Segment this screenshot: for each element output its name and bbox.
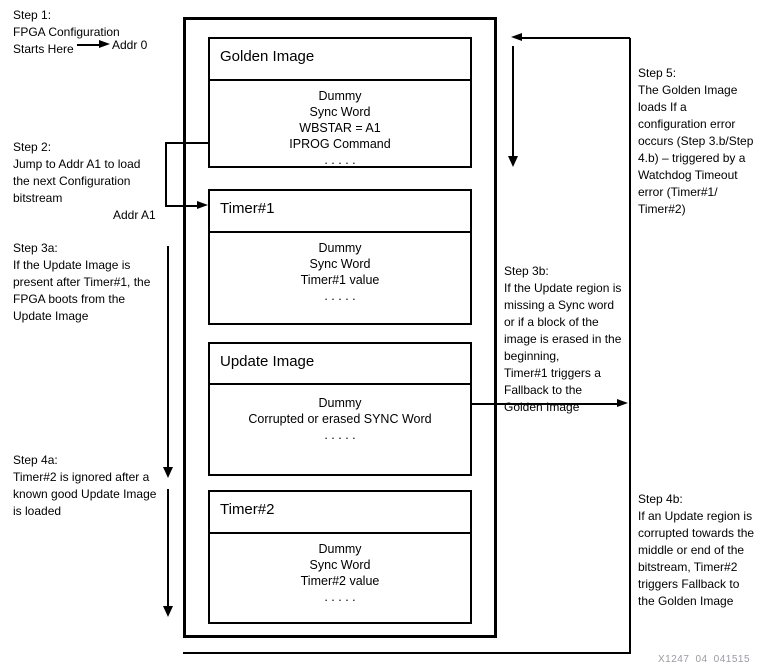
step2-connector-bottom-line [165, 205, 197, 207]
step2-arrow-head-right-icon [197, 201, 208, 209]
feedback-loop-vertical-line [629, 38, 631, 653]
step5-arrow-head-down-icon [508, 156, 518, 167]
block-content-timer1: Dummy Sync Word Timer#1 value . . . . . [300, 241, 380, 303]
step4a-arrow-head-down-icon [163, 606, 173, 617]
feedback-loop-bottom-line [183, 652, 631, 654]
step1-arrow-line [77, 44, 99, 46]
step3a-arrow-line [167, 246, 169, 468]
step4a-arrow-line [167, 489, 169, 607]
note-step2: Step 2: Jump to Addr A1 to load the next… [13, 140, 141, 205]
note-step4b: Step 4b: If an Update region is corrupte… [638, 492, 755, 608]
note-step5: Step 5: The Golden Image loads If a conf… [638, 66, 754, 216]
block-title-update-image: Update Image [210, 344, 470, 385]
feedback-loop-top-line [521, 37, 630, 39]
step3b-arrow-head-right-icon [617, 399, 628, 407]
step2-connector-vertical-line [165, 142, 167, 206]
block-title-timer2: Timer#2 [210, 492, 470, 534]
note-step4a: Step 4a: Timer#2 is ignored after a know… [13, 453, 157, 518]
step5-reload-arrow-line [512, 46, 514, 156]
label-addr0: Addr 0 [112, 38, 148, 52]
step1-arrow-head-right-icon [99, 40, 110, 48]
step3a-arrow-head-down-icon [163, 467, 173, 478]
block-title-golden-image: Golden Image [210, 39, 470, 81]
feedback-arrow-head-left-icon [511, 33, 522, 41]
block-content-update-image: Dummy Corrupted or erased SYNC Word . . … [248, 396, 432, 442]
block-title-timer1: Timer#1 [210, 191, 470, 233]
step3b-arrow-line [472, 403, 617, 405]
figure-id-watermark: X1247_04_041515 [658, 654, 751, 662]
memory-block-timer1: Timer#1 Dummy Sync Word Timer#1 value . … [208, 189, 472, 325]
step2-connector-top-line [165, 142, 208, 144]
note-step3b: Step 3b: If the Update region is missing… [504, 264, 622, 414]
memory-block-update-image: Update Image Dummy Corrupted or erased S… [208, 342, 472, 476]
block-content-golden-image: Dummy Sync Word WBSTAR = A1 IPROG Comman… [289, 89, 391, 167]
note-step1: Step 1: FPGA Configuration Starts Here [13, 8, 120, 56]
memory-block-timer2: Timer#2 Dummy Sync Word Timer#2 value . … [208, 490, 472, 624]
label-addrA1: Addr A1 [113, 208, 156, 222]
block-content-timer2: Dummy Sync Word Timer#2 value . . . . . [300, 542, 380, 604]
note-step3a: Step 3a: If the Update Image is present … [13, 241, 151, 323]
memory-block-golden-image: Golden Image Dummy Sync Word WBSTAR = A1… [208, 37, 472, 168]
